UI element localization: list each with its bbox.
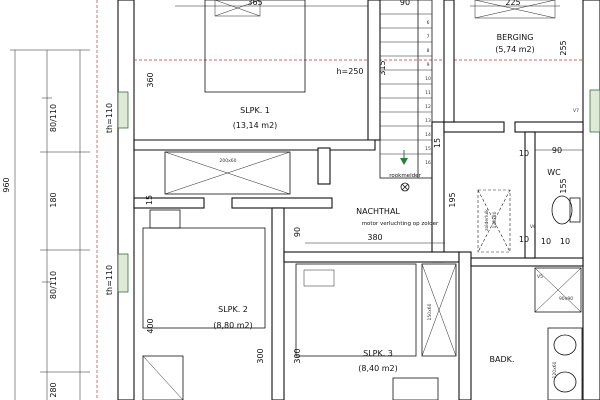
dim-left-80-110-bottom: 80/110 (49, 271, 58, 299)
dim-315: 315 (378, 60, 387, 75)
window-top-left (117, 91, 129, 129)
dim-300-slpk2: 300 (256, 348, 265, 363)
stair-step-number: 6 (427, 20, 430, 26)
wardrobe-slpk3 (421, 263, 457, 357)
dim-15-hall-b: 15 (433, 138, 442, 148)
dim-10-bath-b: 10 (560, 237, 570, 246)
dim-15-hall: 15 (145, 195, 154, 205)
dim-155: 155 (559, 178, 568, 193)
smoke-detector-icon (400, 182, 410, 192)
left-dimension-strip: 960 180 280 80/110 80/110 th=110 th=110 (2, 0, 114, 400)
dim-360: 360 (146, 72, 155, 87)
shower-tray (534, 267, 582, 313)
dim-400: 400 (146, 318, 155, 333)
dim-left-th110-bottom: th=110 (105, 265, 114, 295)
room-berging-name: BERGING (497, 33, 534, 42)
nachthal: NACHTHAL motor verluchting op zolder 380… (145, 138, 511, 253)
wardrobe-slpk2 (149, 209, 181, 229)
dim-380: 380 (367, 233, 382, 242)
dim-10-bath-a: 10 (541, 237, 551, 246)
dim-left-280: 280 (49, 382, 58, 397)
bed-slpk1 (204, 0, 306, 93)
bathtub (547, 327, 583, 400)
dim-300-slpk3: 300 (293, 348, 302, 363)
toilet-icon (551, 195, 573, 225)
stair-step-number: 12 (425, 104, 431, 110)
room-slpk2: SLPK. 2 (8,80 m2) 400 300 (142, 209, 266, 400)
window-bottom-left (117, 253, 129, 293)
dim-255: 255 (559, 40, 568, 55)
bed-slpk3 (295, 263, 417, 357)
stair-step-number: 11 (425, 90, 431, 96)
dim-10-wc-b: 10 (519, 235, 529, 244)
label-bath-size: 120x60 (552, 361, 558, 378)
stair-step-number: 13 (425, 118, 431, 124)
stair-step-number: 15 (425, 146, 431, 152)
room-slpk2-area: (8,80 m2) (213, 321, 252, 330)
room-wc-name: WC (547, 168, 561, 177)
room-badk-name: BADK. (490, 355, 515, 364)
window-right (589, 89, 600, 133)
room-badk: 90x90 V5 120x60 BADK. (490, 267, 583, 400)
stair-step-number: 8 (427, 48, 430, 54)
room-slpk3-area: (8,40 m2) (358, 364, 397, 373)
zolderluik-hatch (477, 189, 511, 253)
dim-90-wc: 90 (552, 146, 562, 155)
dim-left-80-110-top: 80/110 (49, 104, 58, 132)
dim-225: 225 (505, 0, 520, 7)
dim-left-960: 960 (2, 177, 11, 192)
stair-step-number: 14 (425, 132, 431, 138)
wc-room: 90 10 10 WC 155 V6 V7 10 10 (519, 108, 583, 246)
top-section: 365 225 15 90 BERGING (5,74 m2) 255 360 … (146, 0, 568, 130)
dim-left-180: 180 (49, 192, 58, 207)
stair-step-number: 10 (425, 76, 431, 82)
dim-195: 195 (448, 192, 457, 207)
room-slpk3-name: SLPK. 3 (363, 349, 393, 358)
room-berging-area: (5,74 m2) (495, 45, 534, 54)
room-nachthal-note: motor verluchting op zolder (362, 221, 439, 227)
dim-90-top: 90 (400, 0, 410, 7)
label-v7: V7 (573, 108, 579, 114)
wardrobe-slpk1: 200x60 (164, 151, 291, 195)
exterior-walls (117, 0, 600, 400)
dim-365: 365 (247, 0, 262, 7)
stair-step-number: 7 (427, 34, 430, 40)
room-slpk1-name: SLPK. 1 (240, 106, 270, 115)
label-wardrobe-size: 150x60 (427, 303, 433, 320)
room-slpk3: 150x60 SLPK. 3 (8,40 m2) 300 (293, 263, 457, 400)
dim-10-wc-a: 10 (519, 149, 529, 158)
room-nachthal-name: NACHTHAL (356, 207, 400, 216)
internal-walls (133, 0, 584, 400)
label-v6: V6 (530, 224, 536, 230)
label-rookmelder: rookmelder (389, 173, 421, 179)
room-slpk1-area: (13,14 m2) (233, 121, 278, 130)
label-shower-size: 90x90 (559, 296, 573, 302)
room-slpk2-name: SLPK. 2 (218, 305, 248, 314)
dim-90-hall: 90 (293, 227, 302, 237)
bed-slpk2 (142, 227, 266, 329)
label-h250: h=250 (336, 67, 363, 76)
label-zolderluik: zolderluik (484, 209, 490, 231)
stair-direction-arrow-icon (400, 158, 408, 165)
dim-left-th110-top: th=110 (105, 103, 114, 133)
stair-step-number: 16 (425, 160, 431, 166)
stair-step-number: 9 (427, 62, 430, 68)
staircase: 6 7 8 9 10 11 12 13 14 15 16 rookmelder (367, 0, 433, 192)
label-v5: V5 (537, 274, 543, 280)
label-bed-size: 200x60 (220, 158, 237, 164)
label-zolderluik-size: 120x80 (492, 211, 498, 228)
